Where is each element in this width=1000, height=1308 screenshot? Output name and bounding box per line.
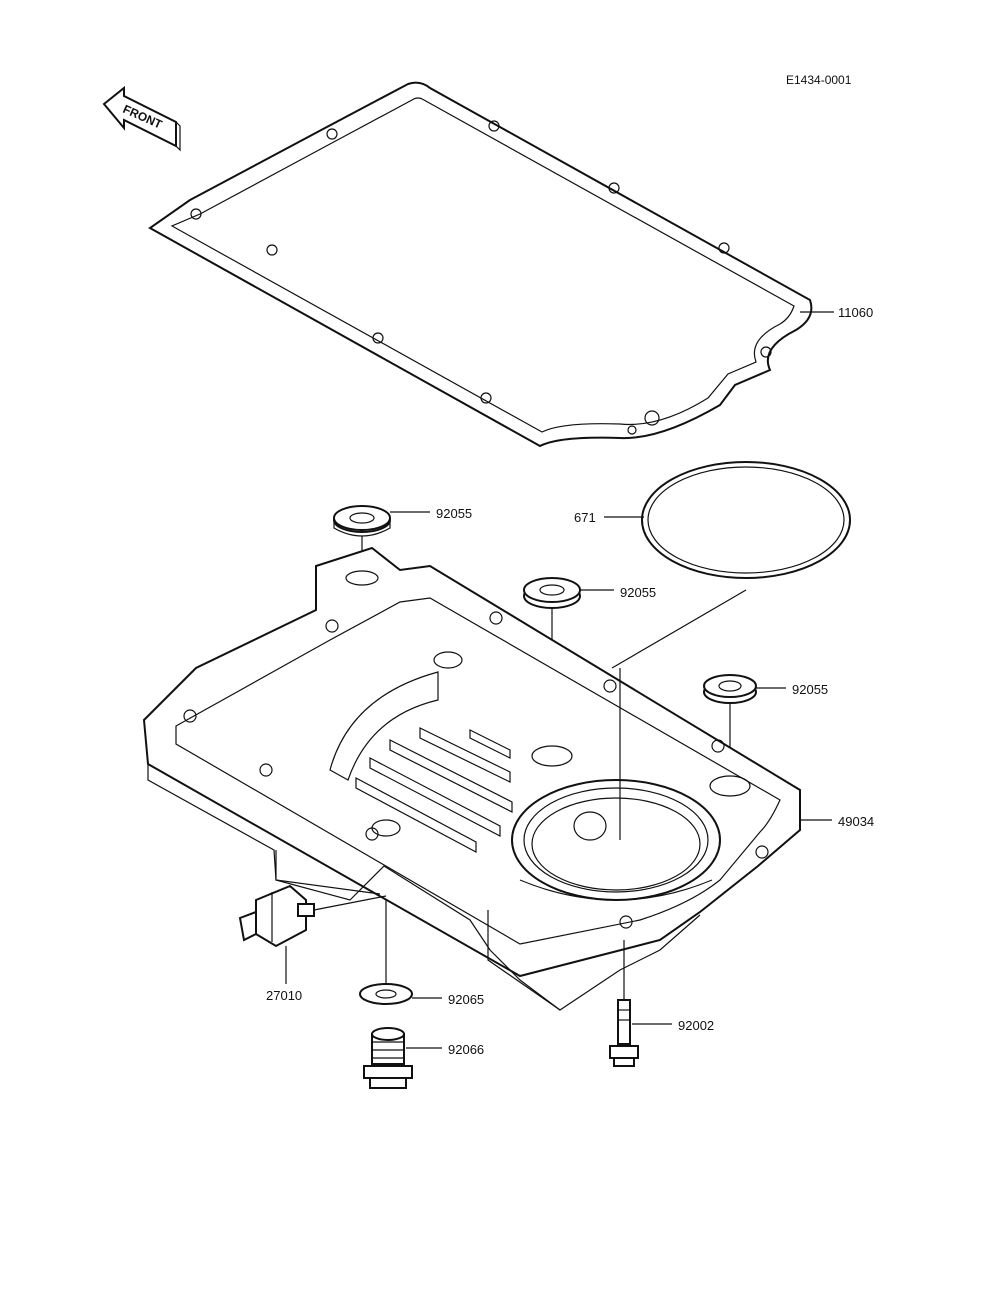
o-ring bbox=[641, 461, 851, 579]
callout-o-ring: 671 bbox=[574, 510, 596, 525]
callout-switch: 27010 bbox=[266, 988, 302, 1003]
callout-oil-pan: 49034 bbox=[838, 814, 874, 829]
seal-ring-top-left bbox=[333, 505, 391, 537]
leader-switch-to-pan bbox=[313, 895, 387, 911]
front-arrow-icon: FRONT bbox=[102, 85, 181, 152]
drain-plug bbox=[363, 1027, 413, 1089]
oil-pan bbox=[142, 546, 801, 1011]
callout-seal-right: 92055 bbox=[792, 682, 828, 697]
callout-drain-plug: 92066 bbox=[448, 1042, 484, 1057]
diagram-code: E1434-0001 bbox=[786, 73, 852, 87]
drain-washer bbox=[359, 983, 413, 1005]
callout-seal-top-left: 92055 bbox=[436, 506, 472, 521]
oil-pan-bolt bbox=[609, 999, 639, 1067]
callout-washer: 92065 bbox=[448, 992, 484, 1007]
seal-ring-right bbox=[703, 674, 757, 704]
callout-seal-center: 92055 bbox=[620, 585, 656, 600]
callout-bolt: 92002 bbox=[678, 1018, 714, 1033]
oil-pressure-switch bbox=[238, 884, 315, 948]
oil-pan-gasket bbox=[148, 81, 813, 448]
callout-gasket: 11060 bbox=[838, 305, 873, 320]
leader-o-ring-to-pan bbox=[611, 589, 747, 669]
seal-ring-center bbox=[523, 577, 581, 609]
